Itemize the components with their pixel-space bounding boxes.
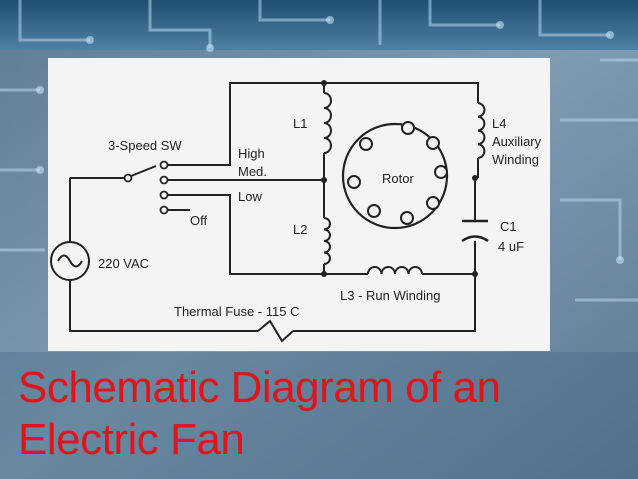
slide-title-line-1: Schematic Diagram of an [18, 363, 501, 412]
l1-coil [323, 92, 332, 154]
off-label: Off [190, 213, 207, 228]
schematic-diagram: 3-Speed SW High Med. Low Off L1 L2 L4 Au… [48, 58, 550, 351]
rotor-slots [347, 121, 448, 225]
speed-switch-label: 3-Speed SW [108, 138, 182, 153]
switch-med-terminal [159, 175, 169, 185]
slide-title-line-2: Electric Fan [18, 415, 245, 464]
source-label: 220 VAC [98, 256, 149, 271]
high-label: High [238, 146, 265, 161]
high-wire [168, 153, 231, 166]
auxiliary-label: Auxiliary [492, 134, 542, 149]
low-wire [168, 194, 368, 275]
l3-coil [367, 266, 423, 275]
top-bus-wire [229, 82, 479, 153]
l2-coil [323, 217, 331, 265]
fuse-wire [257, 319, 294, 343]
source-left-wire [69, 178, 258, 332]
low-label: Low [238, 189, 262, 204]
switch-high-terminal [159, 160, 169, 170]
sine-icon [57, 254, 83, 268]
run-winding-label: L3 - Run Winding [340, 288, 440, 303]
med-label: Med. [238, 164, 267, 179]
rotor-label: Rotor [382, 171, 414, 186]
thermal-fuse-label: Thermal Fuse - 115 C [174, 304, 299, 319]
switch-low-terminal [159, 190, 169, 200]
switch-blade [130, 165, 157, 177]
c1-label: C1 [500, 219, 517, 234]
switch-common-terminal [123, 173, 133, 183]
switch-off-terminal [159, 205, 169, 215]
l4-coil [477, 102, 486, 159]
junction-dots [321, 80, 478, 277]
slide-title: Schematic Diagram of an Electric Fan [18, 362, 628, 466]
schematic-drawing: 3-Speed SW High Med. Low Off L1 L2 L4 Au… [50, 80, 542, 343]
l4-label: L4 [492, 116, 506, 131]
l2-label: L2 [293, 222, 307, 237]
capacitor-plate-bottom [461, 235, 489, 243]
winding-label: Winding [492, 152, 539, 167]
l1-label: L1 [293, 116, 307, 131]
capacitance-label: 4 uF [498, 239, 524, 254]
